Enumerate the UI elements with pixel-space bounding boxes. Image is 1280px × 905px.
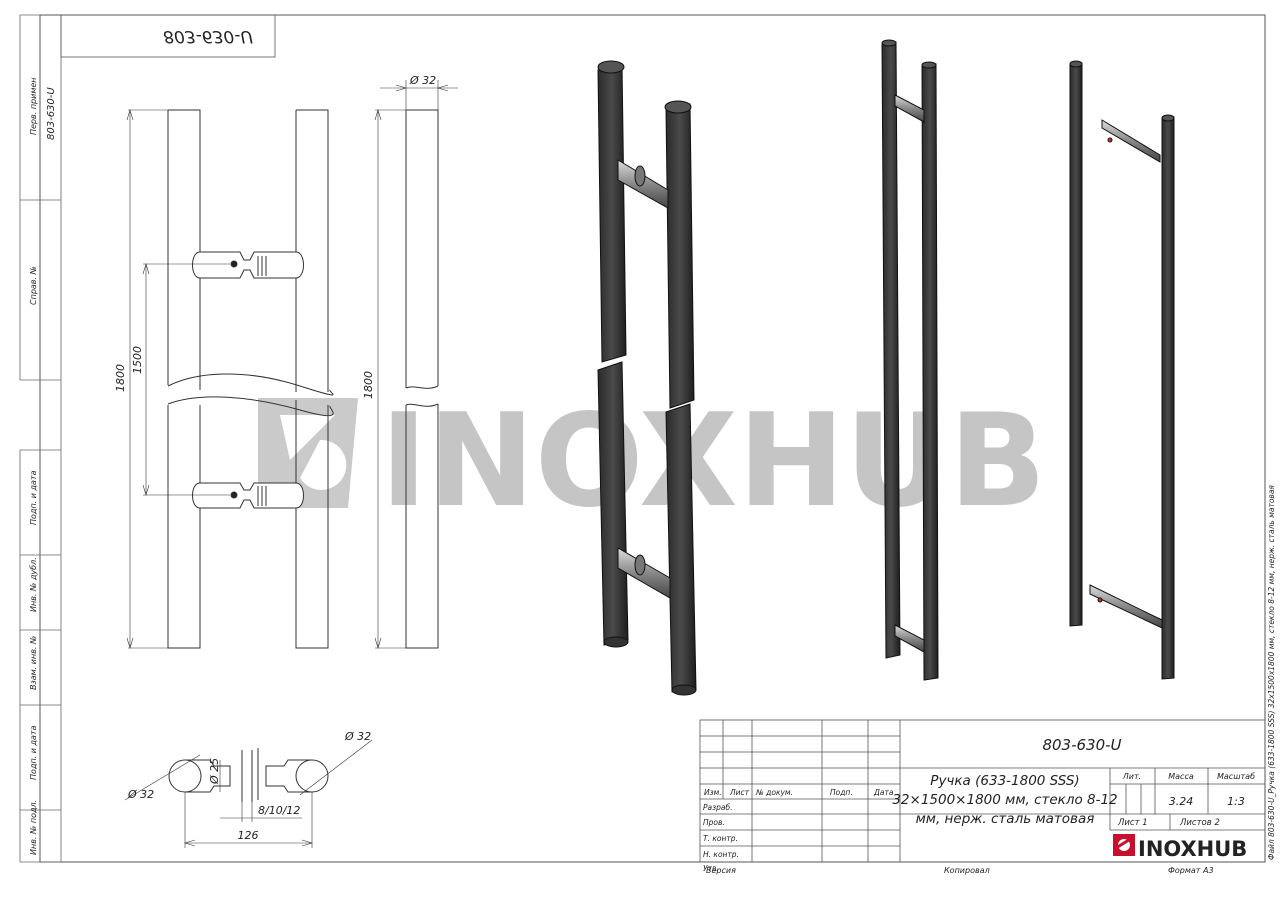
footer-format: Формат A3 xyxy=(1168,866,1214,875)
title-line-1: Ручка (633-1800 SSS) xyxy=(930,773,1079,789)
hdr-izm: Изм. xyxy=(704,788,722,797)
top-view xyxy=(124,739,373,848)
strip-label-podp2: Подп. и дата xyxy=(29,725,38,780)
isometric-view-full xyxy=(881,39,939,681)
dim-d32-left: Ø 32 xyxy=(127,788,154,801)
lit-label: Лит. xyxy=(1122,772,1141,781)
dim-d32-top: Ø 32 xyxy=(409,74,436,87)
strip-label-perv: Перв. примен xyxy=(29,77,38,135)
isometric-view-broken xyxy=(597,60,697,696)
scale-label: Масштаб xyxy=(1217,772,1255,781)
strip-label-inv-podl: Инв. № подл. xyxy=(29,800,38,855)
mirrored-code: 803-630-U xyxy=(163,26,253,46)
massa-label: Масса xyxy=(1168,772,1194,781)
role-prov: Пров. xyxy=(703,818,725,827)
sheet-count: Листов 2 xyxy=(1179,818,1220,828)
right-margin-note: Файл 803-630-U_Ручка (633-1800 SSS) 32х1… xyxy=(1267,485,1276,860)
hdr-podp: Подп. xyxy=(830,788,853,797)
footer-version: Версия xyxy=(706,866,736,875)
dim-glass: 8/10/12 xyxy=(258,804,300,817)
title-block-logo: INOXHUB xyxy=(1113,834,1247,861)
title-line-2: 32×1500×1800 мм, стекло 8-12 xyxy=(892,792,1117,808)
dim-126: 126 xyxy=(238,829,259,842)
logo-text: INOXHUB xyxy=(1138,837,1247,861)
left-binding-strip xyxy=(19,14,62,863)
strip-code: 803-630-U xyxy=(46,87,57,140)
dim-d32-right: Ø 32 xyxy=(344,730,371,743)
role-tkontr: Т. контр. xyxy=(703,834,738,843)
isometric-view-exploded xyxy=(1069,60,1175,680)
title-block-grid xyxy=(699,719,1266,863)
sheet-frame xyxy=(39,14,1266,863)
dim-1500: 1500 xyxy=(131,346,144,374)
mirrored-code-box xyxy=(60,14,276,58)
role-utv: Утв. xyxy=(703,864,719,873)
hdr-doc: № докум. xyxy=(755,788,793,797)
sheet-number: Лист 1 xyxy=(1117,818,1148,828)
dim-1800-front: 1800 xyxy=(114,364,127,392)
dim-d25: Ø 25 xyxy=(208,758,221,785)
dim-1800-side: 1800 xyxy=(362,371,375,399)
strip-label-inv-dubl: Инв. № дубл. xyxy=(29,557,38,612)
scale-value: 1:3 xyxy=(1227,795,1245,808)
hdr-list: Лист xyxy=(729,788,750,797)
footer-copied: Копировал xyxy=(944,866,990,875)
side-view xyxy=(374,80,458,650)
hdr-date: Дата xyxy=(873,788,894,797)
role-razrab: Разраб. xyxy=(703,803,732,812)
strip-label-podp1: Подп. и дата xyxy=(29,470,38,525)
title-code: 803-630-U xyxy=(1042,736,1121,754)
massa-value: 3.24 xyxy=(1169,795,1194,808)
front-view xyxy=(126,108,334,650)
role-nkontr: Н. контр. xyxy=(703,850,739,859)
strip-label-vzam: Взам. инв. № xyxy=(29,636,38,690)
watermark-text: INOXHUB xyxy=(380,387,1046,536)
strip-label-sprav: Справ. № xyxy=(29,266,38,305)
watermark-logo-icon xyxy=(258,398,358,508)
title-line-3: мм, нерж. сталь матовая xyxy=(916,811,1095,827)
